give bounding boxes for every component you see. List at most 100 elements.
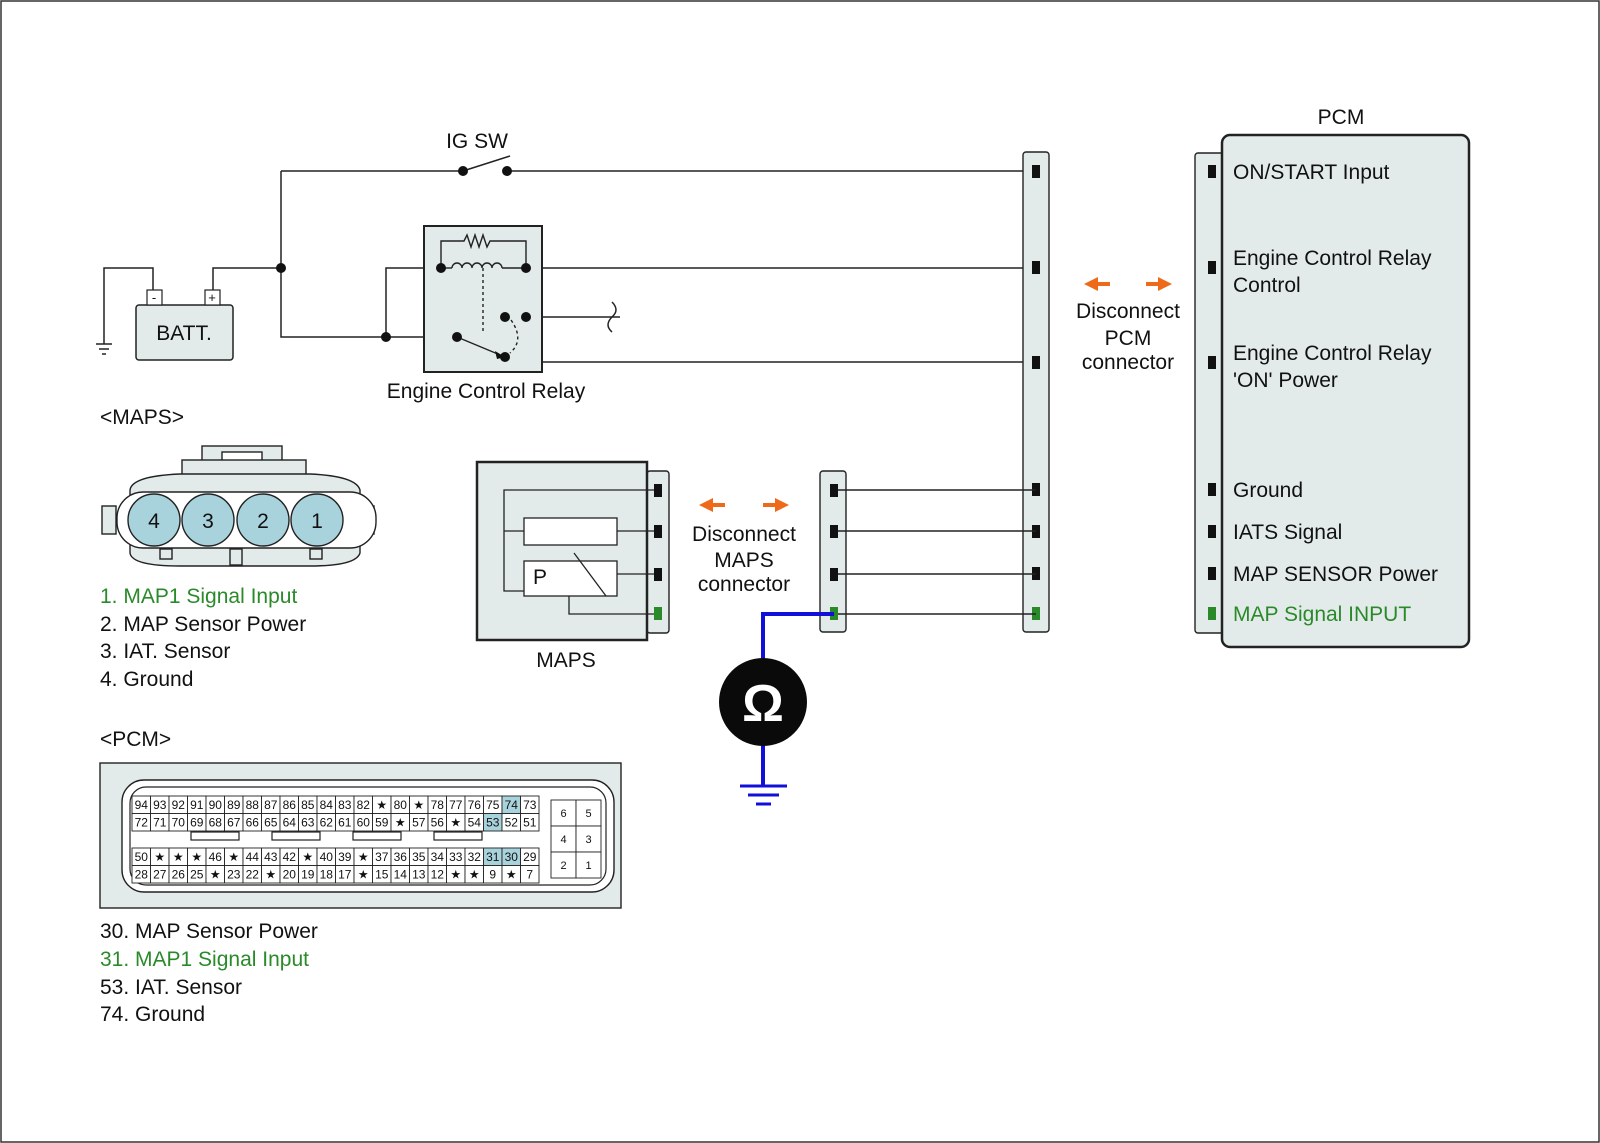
pcm-terminal-ecr-control-2: Control bbox=[1233, 274, 1301, 297]
pcm-pin-cell bbox=[520, 813, 540, 832]
pcm-pin-label: 91 bbox=[190, 798, 204, 812]
pcm-pin-label: ★ bbox=[358, 850, 369, 864]
pcm-pin-label: ★ bbox=[191, 850, 202, 864]
pcm-legend-30: 30. MAP Sensor Power bbox=[100, 920, 318, 943]
pcm-pin-label: 36 bbox=[394, 850, 408, 864]
pcm-pin-label: 92 bbox=[172, 798, 186, 812]
pcm-pin-label: 23 bbox=[227, 868, 241, 882]
pcm-pin-label: 27 bbox=[153, 868, 167, 882]
pcm-pin-label: 84 bbox=[320, 798, 334, 812]
pcm-pin-label: 46 bbox=[209, 850, 223, 864]
pcm-side-label: 1 bbox=[585, 860, 591, 872]
pcm-pin-label: 83 bbox=[338, 798, 352, 812]
pcm-pin-label: 35 bbox=[412, 850, 426, 864]
pcm-terminal-ecr-on-power: Engine Control Relay bbox=[1233, 342, 1432, 365]
battery-plus: + bbox=[208, 290, 216, 305]
pcm-pin-label: 29 bbox=[523, 850, 537, 864]
pcm-pin-label: 72 bbox=[135, 816, 149, 830]
pcm-pin-label: 25 bbox=[190, 868, 204, 882]
pcm-pin-label: ★ bbox=[154, 850, 165, 864]
pcm-pin-label: 40 bbox=[320, 850, 334, 864]
pcm-side-label: 6 bbox=[560, 808, 566, 820]
pcm-pin-label: 7 bbox=[526, 868, 533, 882]
maps-sensor-letter: P bbox=[533, 566, 547, 589]
pcm-pin-label: ★ bbox=[210, 868, 221, 882]
maps-harness-connector bbox=[819, 470, 1036, 633]
pcm-pin-label: 37 bbox=[375, 850, 389, 864]
pcm-title: PCM bbox=[1318, 106, 1365, 129]
pcm-pin-label: ★ bbox=[395, 816, 406, 830]
pcm-pin-label: ★ bbox=[376, 798, 387, 812]
pcm-pin-label: 42 bbox=[283, 850, 297, 864]
pcm-pin-label: 85 bbox=[301, 798, 315, 812]
pcm-pin-label: 51 bbox=[523, 816, 537, 830]
ohm-symbol: Ω bbox=[742, 675, 784, 733]
pcm-pin-label: 62 bbox=[320, 816, 334, 830]
pcm-pin-label: 59 bbox=[375, 816, 389, 830]
junction-dot bbox=[381, 332, 391, 342]
disconnect-pcm-line3: connector bbox=[1082, 351, 1174, 374]
relay-label: Engine Control Relay bbox=[387, 380, 586, 403]
pcm-module: PCM ON/START Input Engine Control Relay … bbox=[1194, 106, 1471, 649]
pcm-pin-label: ★ bbox=[506, 868, 517, 882]
pcm-pin-label: ★ bbox=[302, 850, 313, 864]
pcm-pin-label: 93 bbox=[153, 798, 167, 812]
pcm-pin-label: 15 bbox=[375, 868, 389, 882]
disconnect-pcm-line1: Disconnect bbox=[1076, 300, 1180, 323]
maps-label: MAPS bbox=[536, 649, 596, 672]
maps-legend-3: 3. IAT. Sensor bbox=[100, 640, 230, 663]
pcm-pin-label: 89 bbox=[227, 798, 241, 812]
pcm-pin-label: 19 bbox=[301, 868, 315, 882]
battery-label: BATT. bbox=[156, 322, 212, 345]
pcm-pin-label: 12 bbox=[431, 868, 445, 882]
pcm-pin-label: 9 bbox=[489, 868, 496, 882]
pcm-pin-label: 74 bbox=[505, 798, 519, 812]
disconnect-maps-line3: connector bbox=[698, 573, 790, 596]
pcm-pin-label: 39 bbox=[338, 850, 352, 864]
pcm-pin-label: ★ bbox=[173, 850, 184, 864]
pcm-terminal-map-power: MAP SENSOR Power bbox=[1233, 563, 1438, 586]
pcm-pin-label: ★ bbox=[358, 868, 369, 882]
pcm-pin-label: 43 bbox=[264, 850, 278, 864]
pcm-pin-label: 87 bbox=[264, 798, 278, 812]
pcm-pin-label: 86 bbox=[283, 798, 297, 812]
disconnect-maps-line1: Disconnect bbox=[692, 523, 796, 546]
pcm-pin-label: 56 bbox=[431, 816, 445, 830]
pcm-pin-label: 65 bbox=[264, 816, 278, 830]
pcm-pin-label: 68 bbox=[209, 816, 223, 830]
disconnect-maps-arrows bbox=[699, 498, 789, 512]
maps-connector-heading: <MAPS> bbox=[100, 406, 184, 429]
pcm-pin-label: 73 bbox=[523, 798, 537, 812]
pcm-pin-label: 14 bbox=[394, 868, 408, 882]
pcm-pin-label: 54 bbox=[468, 816, 482, 830]
pcm-pin-label: 78 bbox=[431, 798, 445, 812]
pcm-pin-label: 94 bbox=[135, 798, 149, 812]
pcm-legend-31: 31. MAP1 Signal Input bbox=[100, 948, 309, 971]
pcm-pin-label: 53 bbox=[486, 816, 500, 830]
pcm-pin-label: ★ bbox=[413, 798, 424, 812]
ohmmeter: Ω bbox=[719, 612, 834, 806]
pcm-pin-label: 50 bbox=[135, 850, 149, 864]
pcm-pin-label: 66 bbox=[246, 816, 260, 830]
pcm-pin-label: 20 bbox=[283, 868, 297, 882]
pcm-pin-label: 32 bbox=[468, 850, 482, 864]
battery: - + BATT. bbox=[135, 289, 234, 361]
pcm-terminal-on-start: ON/START Input bbox=[1233, 161, 1390, 184]
maps-sensor: P MAPS bbox=[475, 460, 670, 672]
pcm-pin-label: 71 bbox=[153, 816, 167, 830]
pcm-pin-label: 31 bbox=[486, 850, 500, 864]
pcm-pin-label: 63 bbox=[301, 816, 315, 830]
pcm-connector-heading: <PCM> bbox=[100, 728, 171, 751]
pcm-side-label: 3 bbox=[585, 834, 591, 846]
pcm-pin-label: ★ bbox=[469, 868, 480, 882]
disconnect-maps-line2: MAPS bbox=[714, 549, 774, 572]
pcm-pin-label: 30 bbox=[505, 850, 519, 864]
pcm-pin-label: ★ bbox=[228, 850, 239, 864]
pcm-harness-connector bbox=[1022, 151, 1050, 633]
pcm-pin-label: ★ bbox=[265, 868, 276, 882]
pcm-side-cell bbox=[550, 825, 577, 853]
